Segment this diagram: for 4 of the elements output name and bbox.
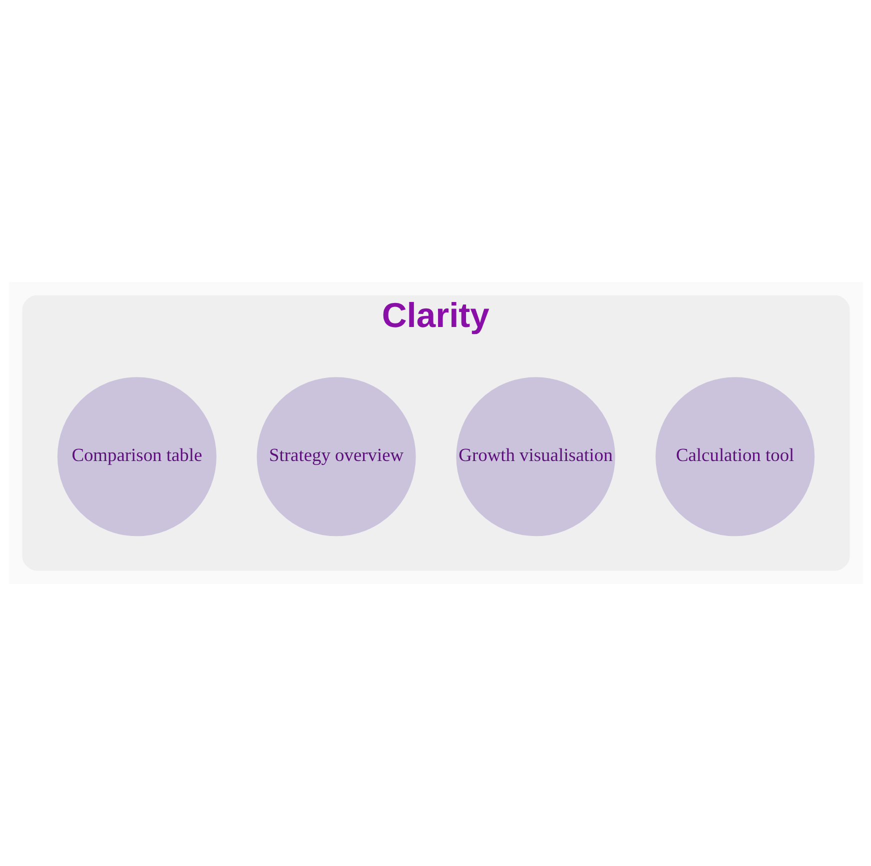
node-circle: Strategy overview — [256, 377, 416, 536]
node-circle: Calculation tool — [655, 377, 814, 536]
node-circle: Growth visualisation — [456, 377, 615, 536]
node-circle: Comparison table — [56, 377, 216, 536]
